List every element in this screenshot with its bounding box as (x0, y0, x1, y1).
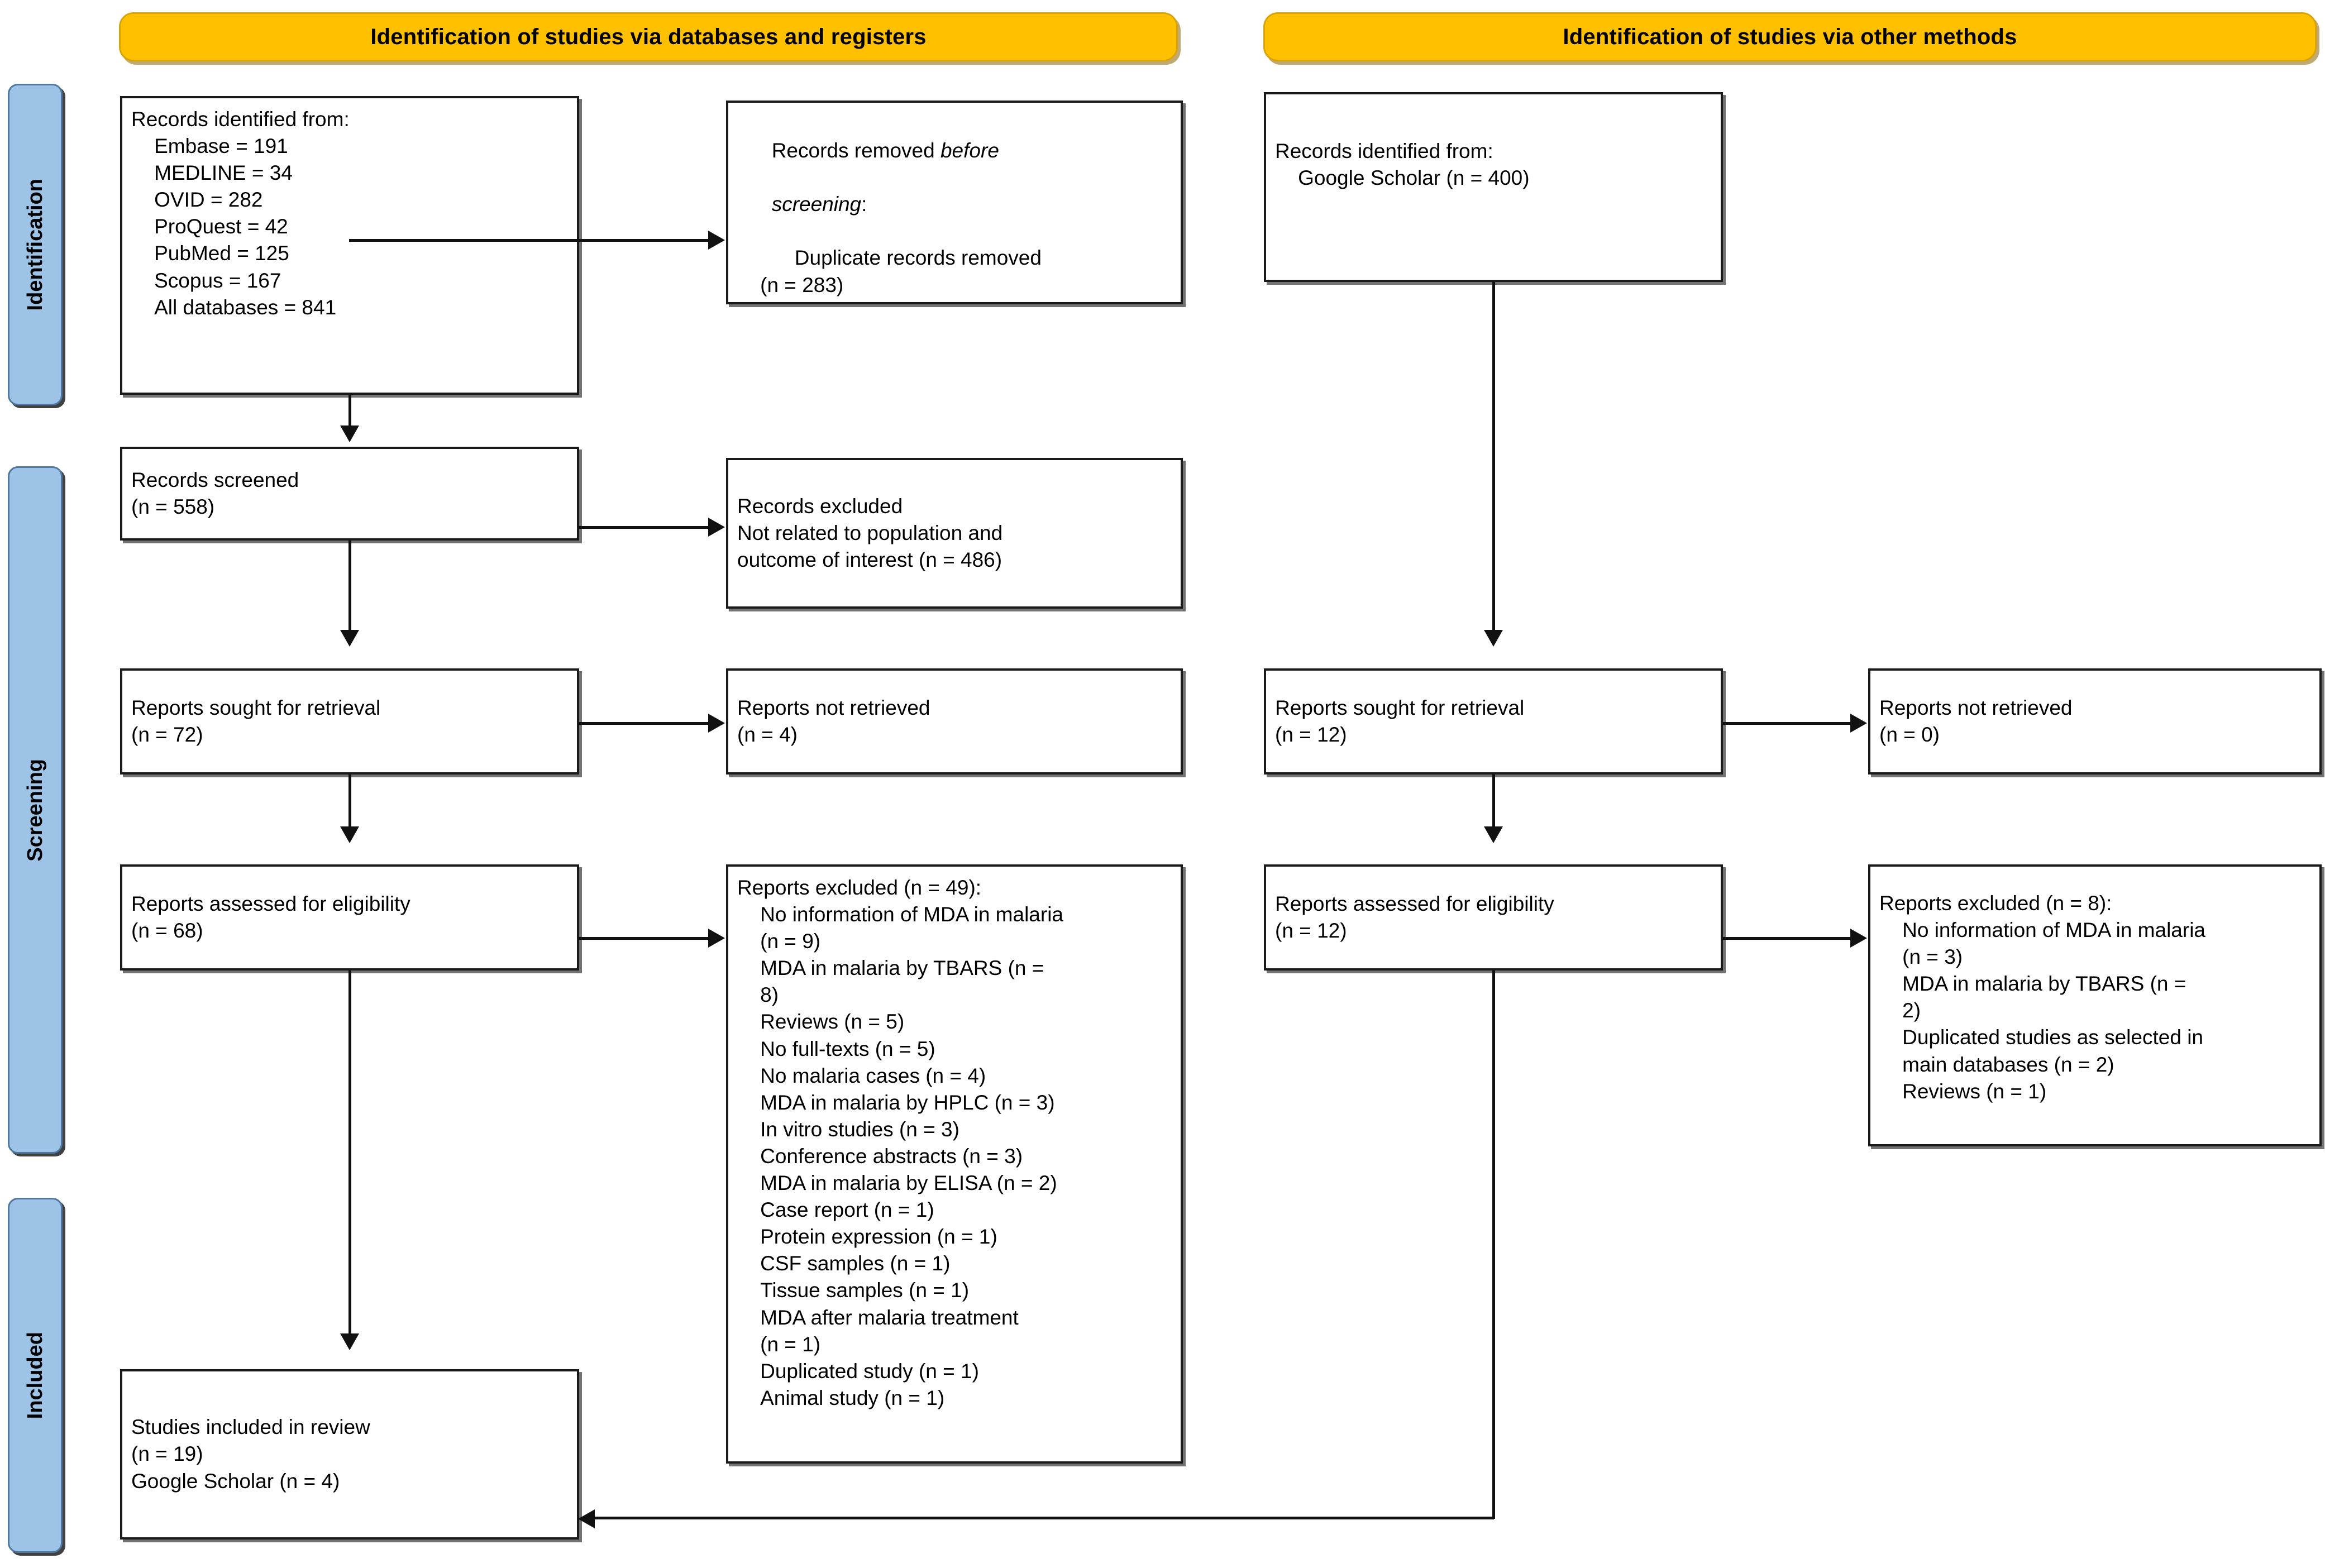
connector-screened-to-excluded (579, 526, 709, 529)
reports-not-retrieved-right-text: Reports not retrieved (n = 0) (1879, 696, 2073, 746)
box-reports-excluded-right: Reports excluded (n = 8): No information… (1868, 864, 2322, 1146)
records-removed-before-italic: before (940, 139, 999, 162)
connector-identified-to-sought-right (1492, 282, 1495, 634)
connector-sought-to-not-retrieved-left (579, 722, 709, 725)
arrow-assessed-to-included (340, 1333, 359, 1350)
records-excluded-text: Records excluded Not related to populati… (737, 494, 1003, 572)
box-records-identified-databases: Records identified from: Embase = 191 ME… (120, 96, 579, 395)
connector-assessed-to-included (348, 971, 351, 1336)
arrow-sought-to-not-retrieved-left (708, 714, 725, 733)
records-screened-text: Records screened (n = 558) (131, 468, 299, 518)
banner-other-methods: Identification of studies via other meth… (1263, 12, 2317, 61)
stage-included: Included (8, 1198, 63, 1553)
records-removed-prefix: Records removed (771, 139, 940, 162)
banner-databases-registers: Identification of studies via databases … (119, 12, 1178, 61)
box-records-removed-before-screening: Records removed before screening: Duplic… (726, 101, 1183, 304)
connector-screened-to-sought (348, 541, 351, 633)
arrow-identified-to-screened (340, 426, 359, 442)
box-reports-assessed-right: Reports assessed for eligibility (n = 12… (1264, 864, 1723, 971)
connector-right-assessed-down (1492, 971, 1495, 1519)
box-records-identified-other: Records identified from: Google Scholar … (1264, 92, 1723, 282)
reports-sought-right-text: Reports sought for retrieval (n = 12) (1275, 696, 1525, 746)
connector-sought-to-not-retrieved-right (1723, 722, 1851, 725)
records-identified-other-text: Records identified from: Google Scholar … (1275, 140, 1530, 190)
connector-right-to-included-horizontal (595, 1517, 1494, 1519)
arrow-screened-to-excluded (708, 518, 725, 537)
reports-excluded-right-text: Reports excluded (n = 8): No information… (1879, 892, 2206, 1103)
arrow-assessed-to-excluded-right (1850, 929, 1867, 948)
records-identified-databases-text: Records identified from: Embase = 191 ME… (131, 108, 350, 319)
connector-sought-to-assessed-left (348, 775, 351, 829)
reports-assessed-left-text: Reports assessed for eligibility (n = 68… (131, 892, 410, 942)
box-reports-not-retrieved-right: Reports not retrieved (n = 0) (1868, 668, 2322, 775)
reports-sought-left-text: Reports sought for retrieval (n = 72) (131, 696, 381, 746)
arrow-sought-to-not-retrieved-right (1850, 714, 1867, 733)
stage-screening: Screening (8, 466, 63, 1154)
studies-included-text: Studies included in review (n = 19) Goog… (131, 1416, 370, 1493)
connector-identified-to-removed (349, 239, 709, 242)
connector-assessed-to-excluded-left (579, 937, 709, 940)
connector-sought-to-assessed-right (1492, 775, 1495, 829)
records-removed-screening-italic: screening (771, 193, 862, 216)
box-reports-assessed-left: Reports assessed for eligibility (n = 68… (120, 864, 579, 971)
stage-identification-label: Identification (23, 178, 47, 311)
records-removed-detail: Duplicate records removed (n = 283) (760, 246, 1042, 297)
box-records-excluded: Records excluded Not related to populati… (726, 458, 1183, 609)
reports-assessed-right-text: Reports assessed for eligibility (n = 12… (1275, 892, 1554, 942)
arrow-identified-to-removed (708, 231, 725, 250)
arrow-right-to-included (578, 1509, 595, 1528)
stage-identification: Identification (8, 84, 63, 405)
arrow-sought-to-assessed-right (1484, 826, 1503, 843)
box-studies-included: Studies included in review (n = 19) Goog… (120, 1369, 579, 1540)
arrow-screened-to-sought (340, 630, 359, 647)
stage-included-label: Included (23, 1331, 47, 1419)
box-reports-not-retrieved-left: Reports not retrieved (n = 4) (726, 668, 1183, 775)
banner-other-methods-label: Identification of studies via other meth… (1563, 24, 2017, 49)
stage-screening-label: Screening (23, 758, 47, 862)
arrow-sought-to-assessed-left (340, 826, 359, 843)
connector-assessed-to-excluded-right (1723, 937, 1851, 940)
reports-excluded-left-text: Reports excluded (n = 49): No informatio… (737, 876, 1064, 1409)
box-reports-sought-left: Reports sought for retrieval (n = 72) (120, 668, 579, 775)
connector-identified-to-screened (348, 395, 351, 430)
reports-not-retrieved-left-text: Reports not retrieved (n = 4) (737, 696, 930, 746)
arrow-identified-to-sought-right (1484, 630, 1503, 647)
box-records-screened: Records screened (n = 558) (120, 447, 579, 541)
records-removed-colon: : (861, 193, 867, 216)
box-reports-excluded-left: Reports excluded (n = 49): No informatio… (726, 864, 1183, 1464)
banner-databases-registers-label: Identification of studies via databases … (370, 24, 927, 49)
arrow-assessed-to-excluded-left (708, 929, 725, 948)
box-reports-sought-right: Reports sought for retrieval (n = 12) (1264, 668, 1723, 775)
